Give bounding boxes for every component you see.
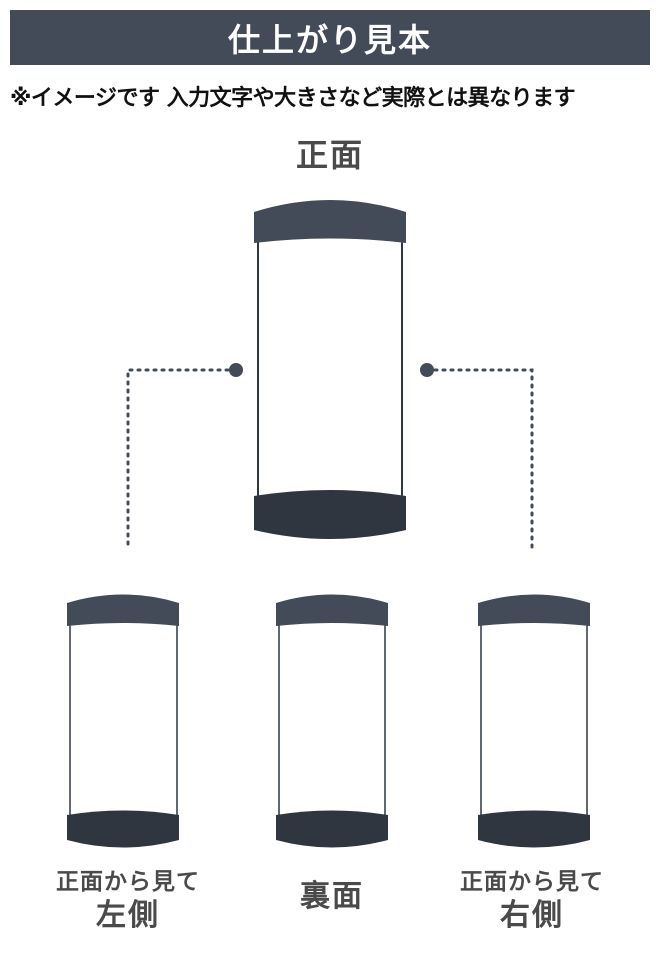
left-connector bbox=[126, 363, 243, 550]
back-bottle-base bbox=[276, 810, 388, 848]
back-bottle-body bbox=[278, 614, 386, 836]
right-view-label-line1: 正面から見て bbox=[460, 869, 604, 895]
left-view-label-line1: 正面から見て bbox=[56, 869, 200, 895]
left-view-label-line2: 左側 bbox=[96, 897, 160, 933]
left-side-bottle-illustration bbox=[67, 594, 179, 848]
back-bottle-cap bbox=[276, 594, 388, 626]
front-bottle-cap bbox=[254, 200, 406, 243]
left-connector-dot bbox=[229, 363, 243, 377]
right-bottle-body bbox=[480, 614, 588, 836]
left-view-label: 正面から見て 左側 bbox=[28, 868, 228, 934]
front-view-label: 正面 bbox=[295, 136, 364, 174]
right-bottle-base bbox=[478, 810, 590, 848]
header-title: 仕上がり見本 bbox=[227, 20, 432, 59]
right-side-bottle-illustration bbox=[478, 594, 590, 848]
front-bottle-illustration bbox=[254, 200, 406, 539]
left-bottle-body bbox=[69, 614, 178, 836]
right-connector-dot bbox=[420, 363, 434, 377]
right-connector-line bbox=[433, 368, 534, 550]
back-bottle-illustration bbox=[276, 594, 388, 848]
back-view-label: 裏面 bbox=[300, 879, 364, 914]
front-bottle-body bbox=[257, 229, 403, 521]
left-bottle-base bbox=[67, 810, 179, 848]
right-bottle-cap bbox=[478, 594, 590, 626]
right-view-label-line2: 右側 bbox=[500, 897, 564, 933]
front-bottle-base bbox=[254, 490, 406, 539]
header-bar: 仕上がり見本 bbox=[10, 10, 650, 65]
left-connector-line bbox=[126, 368, 230, 550]
disclaimer-notice: ※イメージです 入力文字や大きさなど実際とは異なります bbox=[10, 86, 576, 111]
right-view-label: 正面から見て 右側 bbox=[432, 868, 632, 934]
left-bottle-cap bbox=[67, 594, 179, 626]
right-connector bbox=[420, 363, 534, 550]
